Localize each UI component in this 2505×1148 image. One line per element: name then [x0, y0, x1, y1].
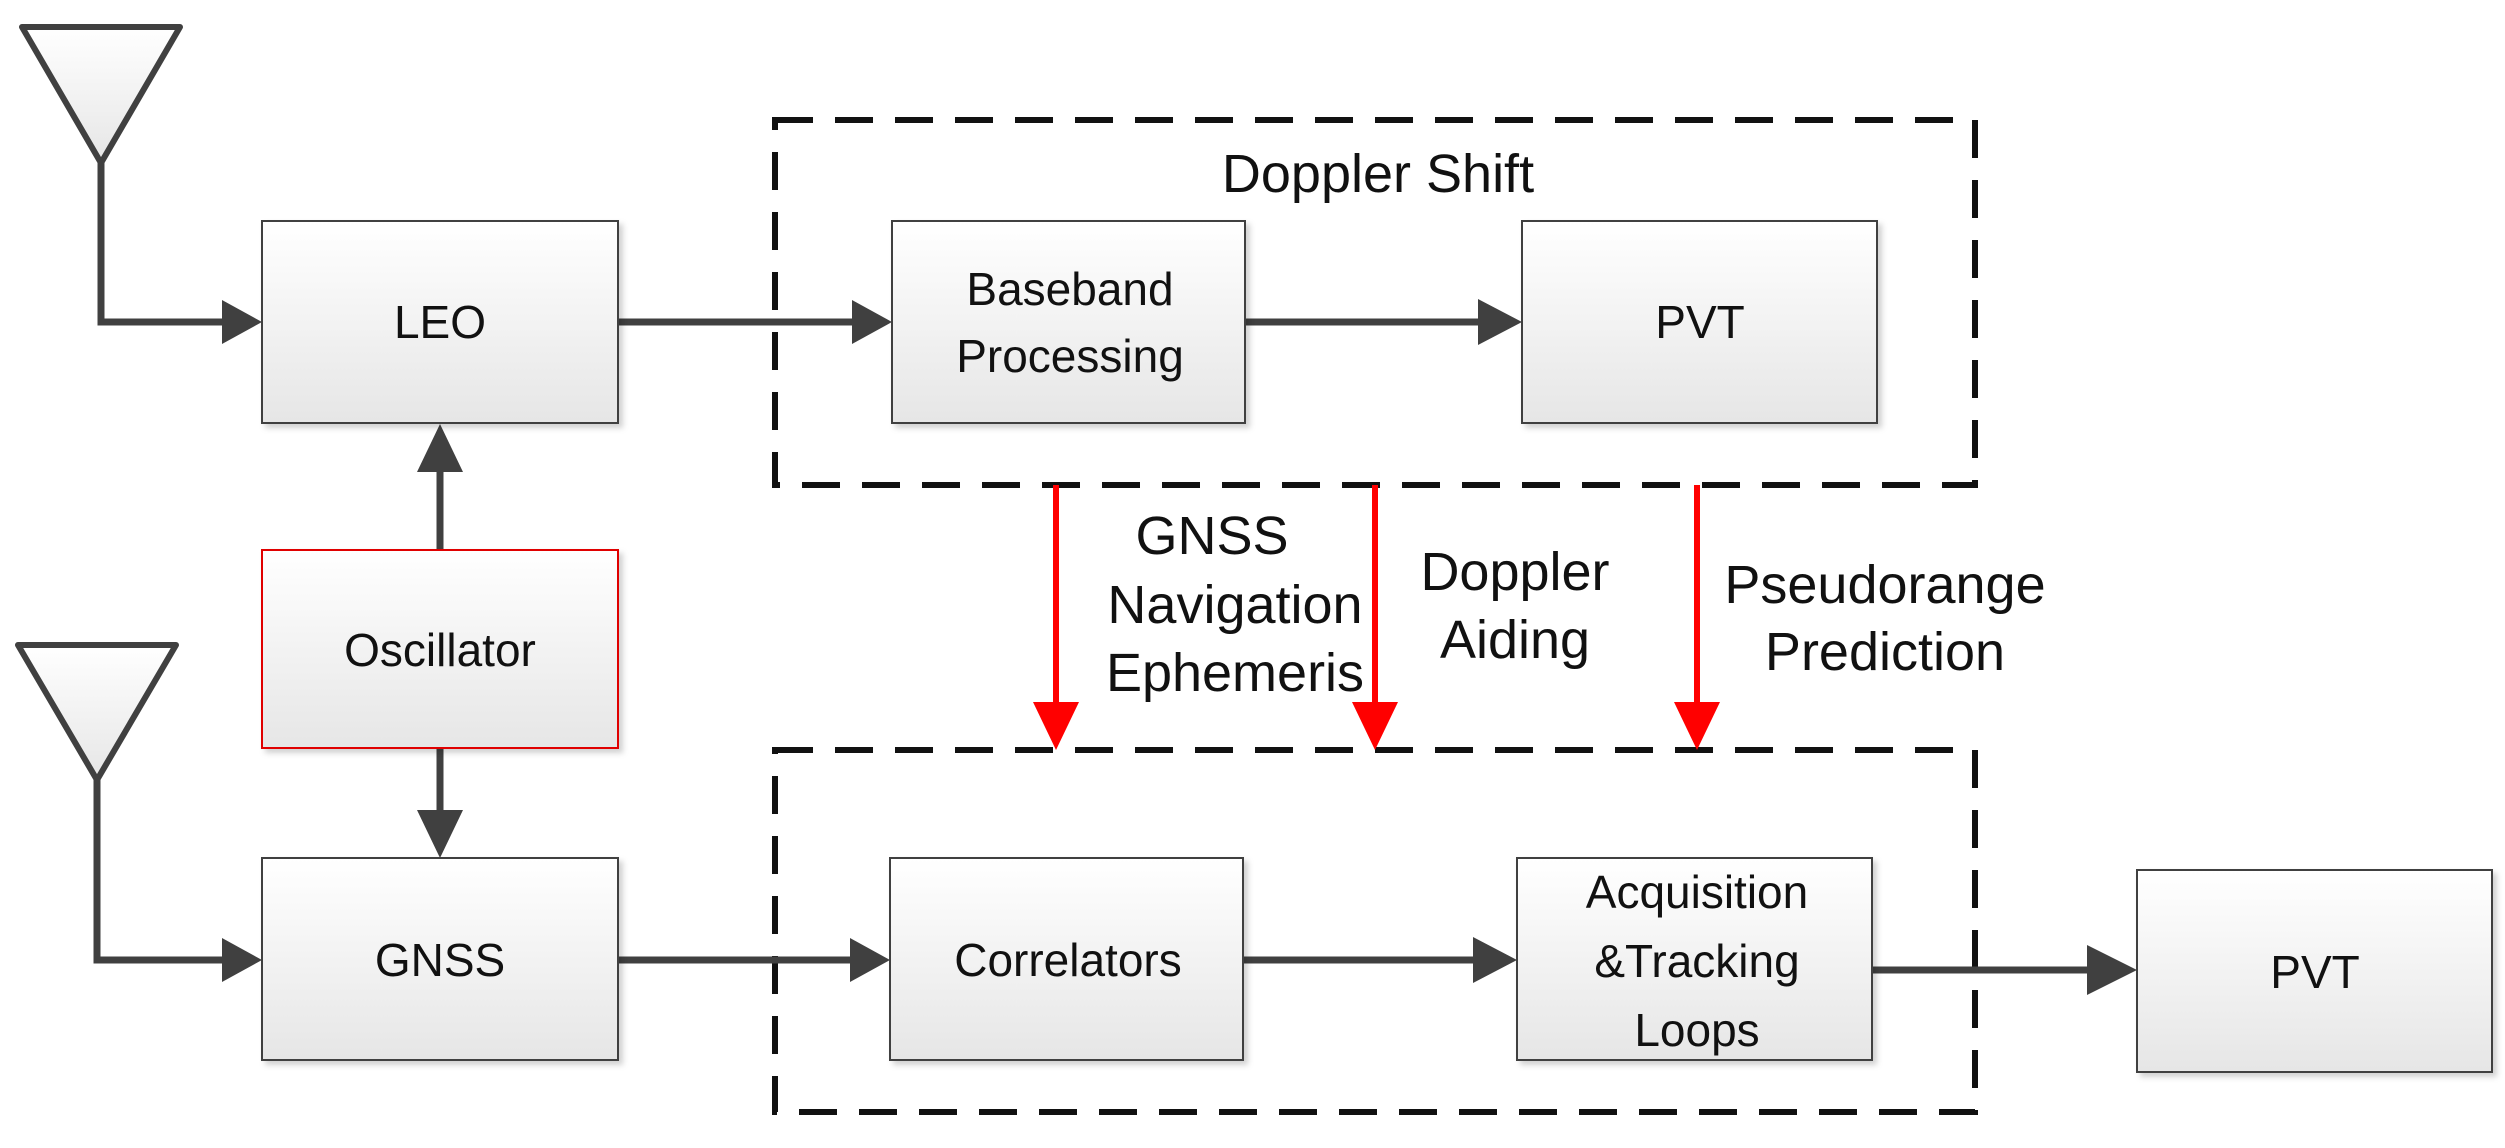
correlators-block: Correlators	[889, 857, 1244, 1061]
pseudorange-label-line2: Prediction	[1765, 622, 2005, 682]
gnss-nav-label-line1: GNSS	[1135, 506, 1288, 566]
pseudorange-label-line1: Pseudorange	[1724, 555, 2045, 615]
arrowhead-gnss-clock	[417, 810, 463, 858]
pvt-output-block: PVT	[2136, 869, 2493, 1073]
gnss-antenna-feed-line	[93, 780, 225, 964]
arrowhead-loops	[1473, 937, 1517, 983]
arrowhead-pvt-out	[2087, 945, 2137, 995]
arrowhead-gnss-input	[222, 938, 262, 982]
baseband-processing-block: Baseband Processing	[891, 220, 1246, 424]
oscillator-block: Oscillator	[261, 549, 619, 749]
ephemeris-aiding-arrowhead	[1033, 702, 1079, 750]
leo-antenna-icon	[19, 24, 183, 166]
arrowhead-leo-input	[222, 300, 262, 344]
doppler-shift-label: Doppler Shift	[1222, 144, 1534, 204]
gnss-antenna-icon	[15, 642, 179, 783]
pvt-output-label: PVT	[2270, 946, 2359, 998]
doppler-aiding-label-line1: Doppler	[1420, 542, 1609, 602]
pvt-leo-label: PVT	[1655, 296, 1744, 348]
oscillator-label: Oscillator	[344, 624, 536, 676]
acquisition-tracking-block: Acquisition &Tracking Loops	[1516, 857, 1873, 1061]
leo-receiver-label: LEO	[394, 296, 486, 348]
arrowhead-correlators	[850, 938, 890, 982]
acquisition-label-line1: Acquisition	[1586, 866, 1808, 918]
acquisition-label-line3: Loops	[1634, 1004, 1759, 1056]
leo-receiver-block: LEO	[261, 220, 619, 424]
pseudorange-aiding-arrowhead	[1674, 702, 1720, 750]
baseband-label-line2: Processing	[956, 330, 1184, 382]
gnss-receiver-block: GNSS	[261, 857, 619, 1061]
arrowhead-leo-clock	[417, 424, 463, 472]
baseband-label-line1: Baseband	[966, 263, 1173, 315]
acquisition-label-line2: &Tracking	[1594, 935, 1799, 987]
doppler-aiding-arrowhead	[1352, 702, 1398, 750]
correlators-label: Correlators	[954, 934, 1182, 986]
pvt-leo-block: PVT	[1521, 220, 1878, 424]
arrowhead-pvt-top	[1478, 299, 1522, 345]
gnss-nav-label-line3: Ephemeris	[1106, 643, 1364, 703]
gnss-nav-label-line2: Navigation	[1107, 575, 1362, 635]
doppler-aiding-label-line2: Aiding	[1440, 610, 1590, 670]
gnss-receiver-label: GNSS	[375, 934, 505, 986]
arrowhead-baseband	[852, 300, 892, 344]
leo-antenna-feed-line	[97, 163, 225, 326]
